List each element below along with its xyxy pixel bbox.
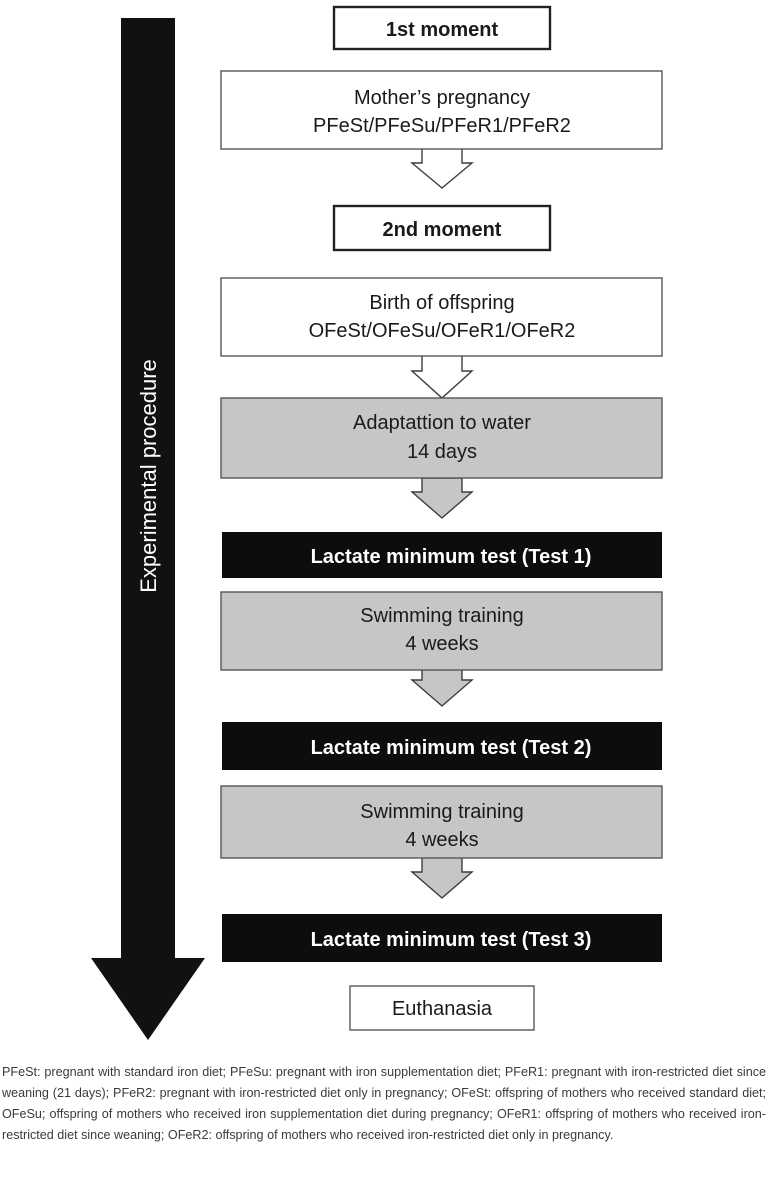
figure-caption: PFeSt: pregnant with standard iron diet;… xyxy=(2,1065,766,1142)
step-header-1st-moment: 1st moment xyxy=(332,5,552,51)
step-groups: OFeSt/OFeSu/OFeR1/OFeR2 xyxy=(309,320,576,342)
connector-arrow-2 xyxy=(410,354,474,399)
step-label: 2nd moment xyxy=(383,219,502,241)
flow-diagram: Experimental procedure 1st moment Mother… xyxy=(91,5,663,1040)
step-box xyxy=(220,785,663,859)
connector-arrow-3 xyxy=(410,477,474,519)
step-header-2nd-moment: 2nd moment xyxy=(332,204,552,252)
step-lactate-test-3: Lactate minimum test (Test 3) xyxy=(222,914,662,962)
step-box xyxy=(220,70,663,150)
connector-arrow-1 xyxy=(410,147,474,189)
step-title: Adaptattion to water xyxy=(353,412,531,434)
step-birth-of-offspring: Birth of offspring OFeSt/OFeSu/OFeR1/OFe… xyxy=(220,277,663,357)
connector-arrow-4 xyxy=(410,667,474,707)
step-title: Swimming training xyxy=(360,801,523,823)
step-lactate-test-1: Lactate minimum test (Test 1) xyxy=(222,532,662,578)
step-title: Swimming training xyxy=(360,605,523,627)
step-box xyxy=(332,5,552,51)
step-box xyxy=(220,591,663,671)
timeline-label: Experimental procedure xyxy=(136,359,161,593)
step-label: 1st moment xyxy=(386,19,499,41)
step-label: Lactate minimum test (Test 3) xyxy=(311,929,592,951)
step-lactate-test-2: Lactate minimum test (Test 2) xyxy=(222,722,662,770)
step-label: Lactate minimum test (Test 2) xyxy=(311,737,592,759)
step-euthanasia: Euthanasia xyxy=(349,985,535,1031)
step-duration: 14 days xyxy=(407,441,477,463)
step-box xyxy=(349,985,535,1031)
step-swimming-training-1: Swimming training 4 weeks xyxy=(220,591,663,671)
step-label: Lactate minimum test (Test 1) xyxy=(311,546,592,568)
step-label: Euthanasia xyxy=(392,998,493,1020)
step-box xyxy=(220,277,663,357)
step-box xyxy=(220,397,663,479)
connector-arrow-5 xyxy=(410,855,474,899)
step-box xyxy=(222,722,662,770)
step-box xyxy=(332,204,552,252)
step-duration: 4 weeks xyxy=(405,829,478,851)
connectors xyxy=(410,147,474,899)
step-duration: 4 weeks xyxy=(405,633,478,655)
step-title: Birth of offspring xyxy=(369,292,514,314)
step-box xyxy=(222,532,662,578)
step-groups: PFeSt/PFeSu/PFeR1/PFeR2 xyxy=(313,115,571,137)
step-title: Mother’s pregnancy xyxy=(354,87,530,109)
step-swimming-training-2: Swimming training 4 weeks xyxy=(220,785,663,859)
step-box xyxy=(222,914,662,962)
timeline-arrow-shape xyxy=(91,18,205,1040)
step-adaptation-to-water: Adaptattion to water 14 days xyxy=(220,397,663,479)
timeline-arrow: Experimental procedure xyxy=(91,18,205,1040)
step-mothers-pregnancy: Mother’s pregnancy PFeSt/PFeSu/PFeR1/PFe… xyxy=(220,70,663,150)
